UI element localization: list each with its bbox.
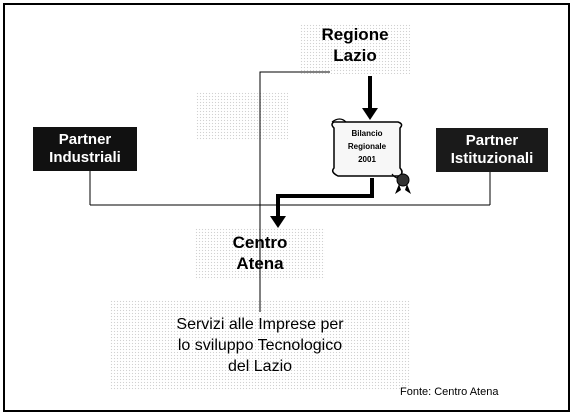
partner-istituzionali-box: Partner Istituzionali (436, 128, 548, 172)
seal-icon (395, 173, 411, 194)
regione-arrow-head (362, 108, 378, 120)
bilancio-arrow-head (270, 216, 286, 228)
dither-texture (300, 24, 410, 74)
partner-istituzionali-label: Partner Istituzionali (450, 132, 534, 167)
servizi-label: Servizi alle Imprese per lo sviluppo Tec… (176, 316, 344, 375)
regione-lazio-label: Regione Lazio (321, 25, 389, 65)
thin-line-regione (259, 71, 330, 312)
dither-texture (110, 300, 410, 390)
source-note: Fonte: Centro Atena (400, 386, 499, 398)
bilancio-label: Bilancio Regionale 2001 (347, 129, 387, 164)
bilancio-arrow-line (276, 178, 374, 218)
dither-texture (196, 92, 288, 140)
partner-industriali-label: Partner Industriali (49, 131, 121, 166)
centro-atena-label: Centro Atena (232, 233, 288, 273)
partner-industriali-box: Partner Industriali (33, 127, 137, 171)
